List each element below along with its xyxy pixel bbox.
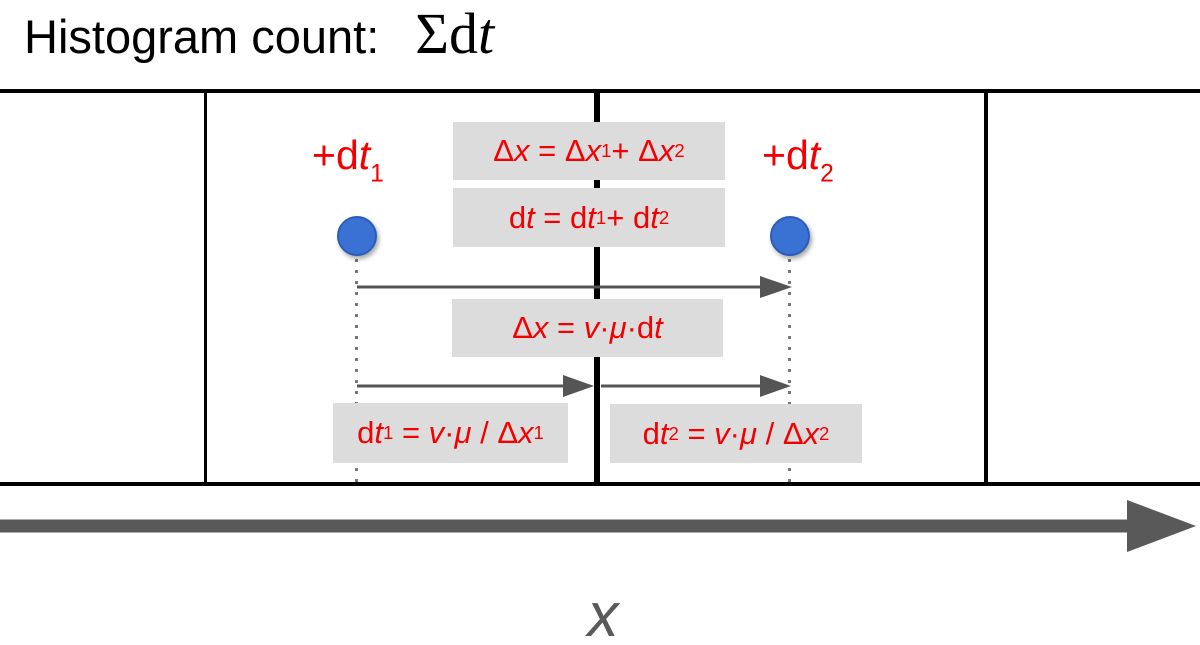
title-math-sum-dt: Σdt	[415, 1, 495, 66]
band-bottom-line	[0, 482, 1200, 486]
event-label-dt2: +dt2	[762, 132, 834, 188]
event-dot-2	[770, 216, 810, 256]
event-dot-1	[337, 216, 377, 256]
dotted-guide-right	[788, 259, 791, 486]
x-axis-arrow	[0, 500, 1196, 552]
x-axis-label: x	[587, 581, 619, 645]
arrow-dt1	[357, 375, 594, 397]
event-label-dt1: +dt1	[312, 132, 384, 188]
page-title: Histogram count:	[24, 10, 380, 63]
dotted-guide-left	[355, 259, 358, 486]
bin-boundary-left	[204, 89, 207, 486]
arrow-full-span	[357, 276, 792, 298]
title-row: Histogram count: Σdt	[24, 0, 494, 67]
arrow-dt2	[601, 375, 791, 397]
band-top-line	[0, 89, 1200, 93]
bin-boundary-right	[984, 89, 988, 486]
